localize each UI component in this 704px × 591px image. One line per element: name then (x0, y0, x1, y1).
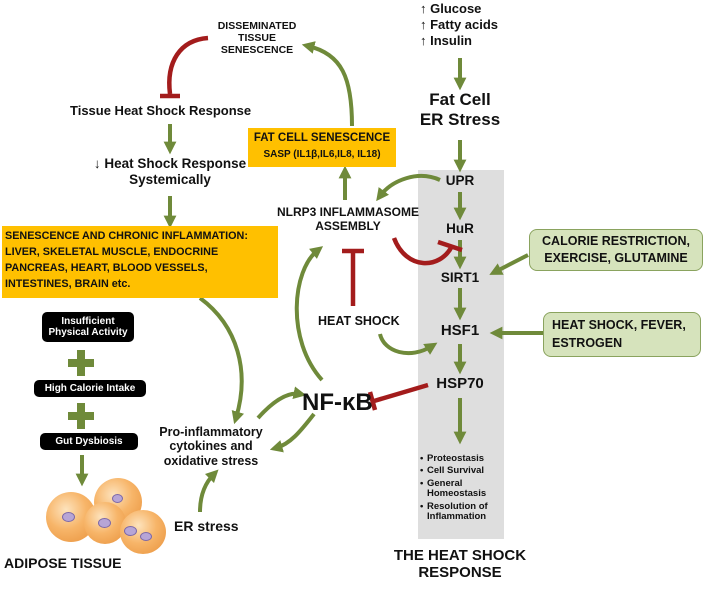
inhibit-hsp70-to-nfkb (373, 382, 429, 404)
risk-insufficient-activity-label: Insufficient Physical Activity (48, 315, 128, 339)
arrow-senescence-to-pro-inflammatory (198, 296, 244, 425)
fat-cell-label: Fat Cell (429, 90, 491, 109)
hsr-title-line-2: RESPONSE (418, 564, 502, 582)
nlrp3-line-2: ASSEMBLY (315, 218, 381, 233)
nlrp3-line-1: NLRP3 INFLAMMASOME (277, 205, 419, 219)
plus-icon (68, 403, 94, 429)
heat-shock-label: HEAT SHOCK (318, 314, 400, 328)
senescence-line-1: LIVER, SKELETAL MUSCLE, ENDOCRINE (5, 246, 219, 258)
risk-gut-dysbiosis: Gut Dysbiosis (40, 433, 138, 450)
senescence-title: SENESCENCE AND CHRONIC INFLAMMATION: (5, 230, 248, 242)
arrow-fat-cell-senescence-to-disseminated (301, 41, 354, 127)
input-insulin: ↑ Insulin (420, 33, 472, 48)
adipose-cells-illustration (36, 474, 176, 554)
arrow-nfkb-to-pro-inflammatory (269, 412, 316, 453)
arrow-er-stress-to-pro-inflammatory (198, 469, 219, 513)
arrow-pro-inflammatory-to-nfkb (256, 386, 307, 420)
nlrp3-inflammasome-assembly: NLRP3 INFLAMMASOME ASSEMBLY (268, 205, 428, 234)
arrow-calorie-restriction-to-sirt1 (489, 253, 529, 275)
pro-inflammatory-line-3: oxidative stress (163, 453, 259, 468)
pathway-hur: HuR (446, 221, 474, 236)
arrow-nfkb-to-nlrp3 (294, 246, 324, 382)
er-stress-adipose-label: ER stress (174, 518, 239, 534)
calorie-restriction-line-2: EXERCISE, GLUTAMINE (544, 251, 688, 265)
outcomes-list: Proteostasis Cell Survival General Homeo… (420, 453, 504, 525)
risk-gut-dysbiosis-label: Gut Dysbiosis (55, 435, 123, 447)
calorie-restriction-box: CALORIE RESTRICTION, EXERCISE, GLUTAMINE (529, 229, 703, 271)
arrow-upr-to-nlrp3 (376, 174, 441, 202)
nf-kb-label: NF-κB (302, 389, 373, 416)
heat-shock-response-title: THE HEAT SHOCK RESPONSE (370, 547, 550, 582)
senescence-line-3: INTESTINES, BRAIN etc. (5, 278, 131, 290)
risk-high-calorie-label: High Calorie Intake (44, 382, 136, 394)
pathway-upr: UPR (445, 173, 475, 188)
fat-cell-er-stress: Fat Cell ER Stress (405, 90, 515, 129)
outcome-proteostasis: Proteostasis (420, 453, 504, 465)
inhibit-disseminated-to-tissue-hsr (167, 35, 209, 95)
adipose-tissue-label: ADIPOSE TISSUE (4, 555, 122, 571)
disseminated-tissue-senescence: DISSEMINATED TISSUE SENESCENCE (192, 20, 322, 56)
outcome-cell-survival: Cell Survival (420, 465, 504, 477)
pro-inflammatory-line-2: cytokines and (169, 439, 253, 454)
heat-shock-fever-line-1: HEAT SHOCK, FEVER, (552, 318, 686, 332)
tissue-heat-shock-response: Tissue Heat Shock Response (70, 103, 252, 118)
plus-icon (68, 350, 94, 376)
fat-cell-senescence-box: FAT CELL SENESCENCE SASP (IL1β,IL6,IL8, … (248, 128, 396, 167)
senescence-line-2: PANCREAS, HEART, BLOOD VESSELS, (5, 262, 208, 274)
disseminated-line-1: DISSEMINATED (217, 20, 297, 32)
pro-inflammatory-cytokines: Pro-inflammatory cytokines and oxidative… (146, 425, 276, 468)
heat-shock-fever-line-2: ESTROGEN (552, 336, 623, 350)
decreased-hsr-line-1: ↓ Heat Shock Response (93, 156, 247, 171)
fat-cell-senescence-sasp: SASP (IL1β,IL6,IL8, IL18) (263, 149, 381, 160)
pathway-hsp70: HSP70 (436, 375, 484, 392)
pro-inflammatory-line-1: Pro-inflammatory (159, 425, 263, 439)
risk-high-calorie: High Calorie Intake (34, 380, 146, 397)
fat-cell-senescence-title: FAT CELL SENESCENCE (253, 132, 391, 144)
outcome-general-homeostasis: General Homeostasis (420, 478, 504, 500)
calorie-restriction-line-1: CALORIE RESTRICTION, (542, 234, 690, 248)
risk-insufficient-activity: Insufficient Physical Activity (42, 312, 134, 342)
er-stress-label: ER Stress (419, 109, 501, 129)
heat-shock-fever-box: HEAT SHOCK, FEVER, ESTROGEN (543, 312, 701, 357)
senescence-chronic-inflammation-box: SENESCENCE AND CHRONIC INFLAMMATION: LIV… (2, 226, 278, 298)
hsr-title-line-1: THE HEAT SHOCK (393, 547, 527, 564)
pathway-sirt1: SIRT1 (440, 270, 480, 285)
disseminated-line-3: SENESCENCE (220, 44, 294, 57)
inhibit-bar-nfkb (367, 391, 378, 411)
disseminated-line-2: TISSUE (238, 32, 276, 45)
decreased-heat-shock-response: ↓ Heat Shock Response Systemically (70, 156, 270, 187)
inhibit-bar-hur (437, 239, 463, 253)
inhibit-hur-curve (391, 237, 455, 266)
arrow-heat-shock-to-hsf1 (378, 333, 438, 356)
input-glucose: ↑ Glucose (420, 1, 482, 16)
pathway-hsf1: HSF1 (440, 322, 480, 339)
decreased-hsr-line-2: Systemically (129, 171, 211, 187)
input-fatty-acids: ↑ Fatty acids (420, 17, 499, 32)
outcome-resolution-inflammation: Resolution of Inflammation (420, 501, 504, 523)
